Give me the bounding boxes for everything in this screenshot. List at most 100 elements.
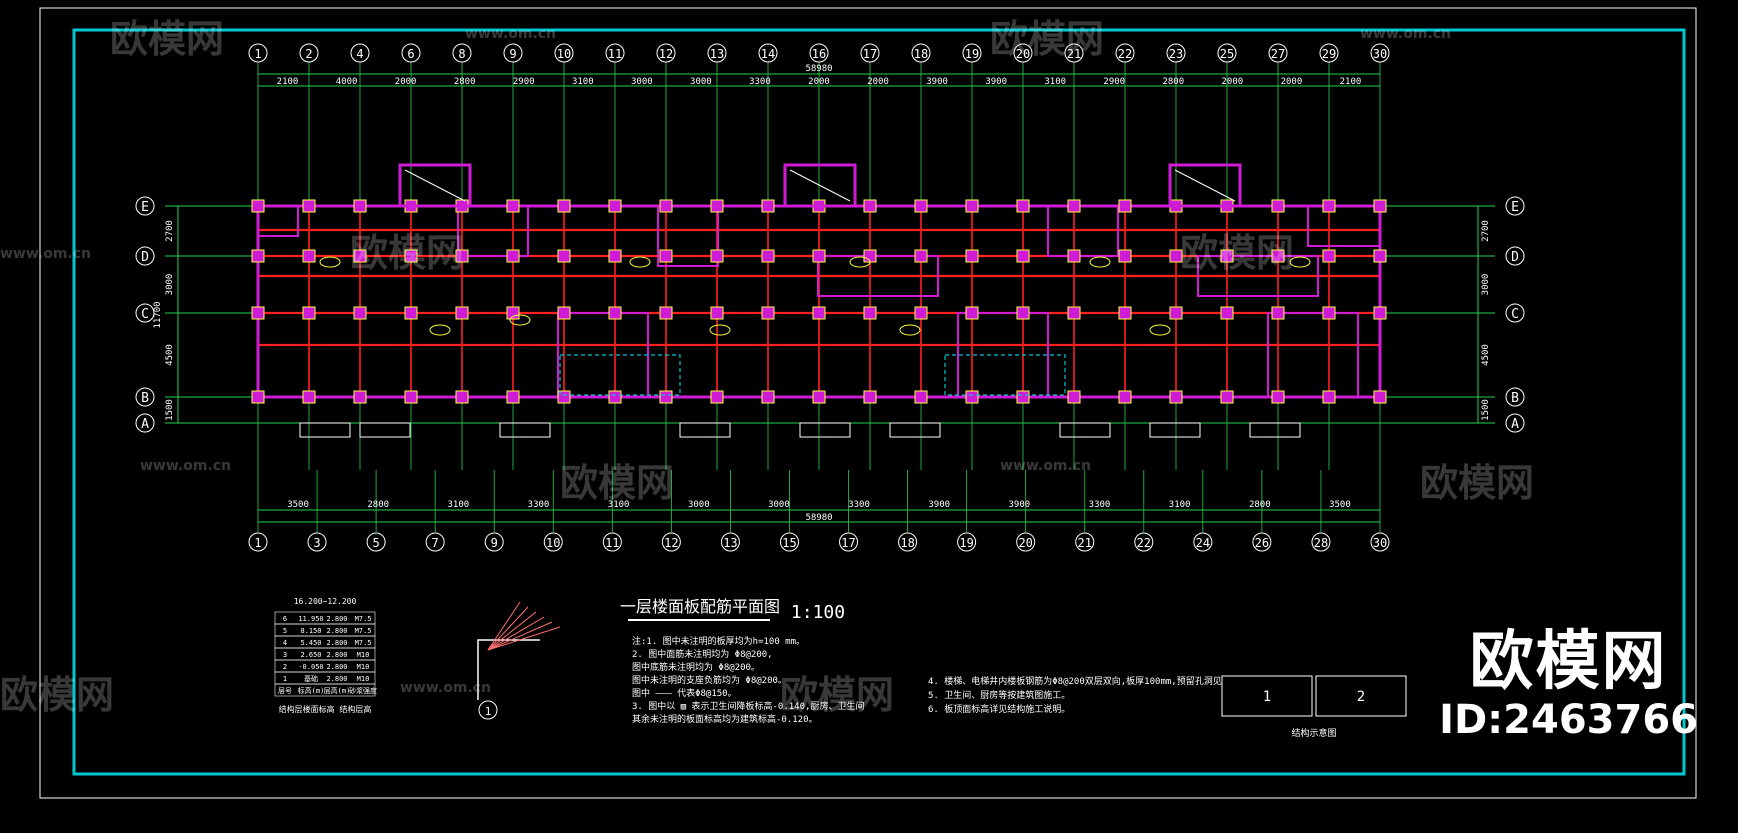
- structural-column: [965, 199, 979, 213]
- structural-column: [1067, 199, 1081, 213]
- watermark-logo: 欧模网: [560, 461, 675, 505]
- column-axis-label: 11: [608, 47, 622, 61]
- structural-column: [1067, 390, 1081, 404]
- structural-column: [710, 249, 724, 263]
- structural-column: [710, 390, 724, 404]
- table-cell: 8.150: [300, 627, 321, 635]
- column-axis-label: 22: [1137, 536, 1151, 550]
- table-cell: 6: [283, 615, 287, 623]
- interior-wall: [1197, 255, 1319, 297]
- structural-column: [1220, 390, 1234, 404]
- stair-line: [1174, 169, 1236, 202]
- structural-column: [761, 390, 775, 404]
- structural-column: [1373, 390, 1387, 404]
- row-axis-bubble: [1505, 246, 1525, 266]
- detail-label: 1: [485, 705, 492, 718]
- table-cell: 3: [283, 651, 287, 659]
- row-axis-bubble: [1505, 303, 1525, 323]
- interior-wall: [257, 205, 299, 237]
- structural-column: [914, 390, 928, 404]
- structural-column: [1169, 306, 1183, 320]
- structural-column: [557, 249, 571, 263]
- structural-column: [251, 306, 265, 320]
- detail-rebar-line: [487, 611, 537, 651]
- column-axis-label: 21: [1067, 47, 1081, 61]
- table-cell: 2: [283, 663, 287, 671]
- column-axis-label: 4: [356, 47, 363, 61]
- structural-column: [863, 306, 877, 320]
- structural-column: [812, 306, 826, 320]
- general-note: 6. 板顶面标高详见结构施工说明。: [928, 703, 1070, 715]
- bottom-dimension: 3000: [768, 500, 790, 510]
- structural-column: [1067, 249, 1081, 263]
- top-total-dimension: 58980: [805, 64, 832, 74]
- structural-column: [353, 199, 367, 213]
- interior-wall: [817, 255, 939, 297]
- bottom-dimension: 3000: [688, 500, 710, 510]
- structural-column: [1016, 306, 1030, 320]
- bottom-dimension: 2800: [367, 500, 389, 510]
- lowered-slab-zone: [559, 354, 681, 396]
- column-axis-label: 1: [254, 47, 261, 61]
- table-cell: 2.800: [326, 663, 347, 671]
- structural-column: [1322, 249, 1336, 263]
- right-dimension: 3000: [1481, 274, 1491, 296]
- top-dimension: 3900: [985, 77, 1007, 87]
- table-cell: -0.050: [298, 663, 323, 671]
- general-note: 注:1. 图中未注明的板厚均为h=100 mm。: [632, 635, 805, 647]
- column-axis-bubble: [1311, 532, 1331, 552]
- row-axis-label: B: [141, 391, 149, 406]
- column-axis-bubble: [554, 43, 574, 63]
- bottom-dimension: 3300: [1089, 500, 1111, 510]
- column-axis-bubble: [1370, 43, 1390, 63]
- bottom-total-dimension: 58980: [805, 513, 832, 523]
- bottom-dimension: 3300: [848, 500, 870, 510]
- column-axis-bubble: [661, 532, 681, 552]
- balcony-outline: [889, 422, 941, 438]
- table-cell: 5: [283, 627, 287, 635]
- column-axis-bubble: [543, 532, 563, 552]
- balcony-outline: [679, 422, 731, 438]
- column-axis-bubble: [1193, 532, 1213, 552]
- general-note: 3. 图中以 ▨ 表示卫生间降板标高-0.140,厨房、卫生间: [632, 700, 864, 712]
- row-axis-bubble: [135, 246, 155, 266]
- column-axis-label: 10: [546, 536, 560, 550]
- slab-tag: [1289, 256, 1311, 268]
- structural-column: [761, 249, 775, 263]
- row-axis-label: A: [141, 417, 149, 432]
- structural-column: [608, 390, 622, 404]
- watermark-logo: 欧模网: [110, 17, 225, 61]
- column-axis-bubble: [1075, 532, 1095, 552]
- bottom-dimension: 3100: [448, 500, 470, 510]
- column-axis-bubble: [452, 43, 472, 63]
- column-axis-bubble: [1252, 532, 1272, 552]
- column-axis-bubble: [1166, 43, 1186, 63]
- stair-line: [404, 169, 466, 202]
- general-note: 图中底筋未注明均为 Φ8@200。: [632, 661, 760, 673]
- structural-column: [1016, 249, 1030, 263]
- watermark-logo: 欧模网: [350, 231, 465, 275]
- top-dimension: 3900: [926, 77, 948, 87]
- stair-core-wall: [1168, 163, 1242, 208]
- structural-column: [863, 249, 877, 263]
- column-axis-bubble: [484, 532, 504, 552]
- column-axis-bubble: [860, 43, 880, 63]
- bottom-dimension: 3100: [1169, 500, 1191, 510]
- table-cell: 11.950: [298, 615, 323, 623]
- sheet-border: [39, 7, 1697, 799]
- structural-column: [1118, 249, 1132, 263]
- brand-logo-text: 欧模网: [1469, 625, 1668, 699]
- slab-tag: [509, 314, 531, 326]
- structural-column: [659, 306, 673, 320]
- column-axis-label: 19: [959, 536, 973, 550]
- slab-tag: [319, 256, 341, 268]
- top-dimension: 3100: [572, 77, 594, 87]
- column-axis-bubble: [809, 43, 829, 63]
- column-axis-label: 12: [664, 536, 678, 550]
- structural-column: [302, 390, 316, 404]
- bottom-dimension: 3900: [928, 500, 950, 510]
- balcony-outline: [1149, 422, 1201, 438]
- left-total-dimension: 11700: [153, 301, 163, 328]
- structural-column: [251, 390, 265, 404]
- top-dimension: 2900: [1103, 77, 1125, 87]
